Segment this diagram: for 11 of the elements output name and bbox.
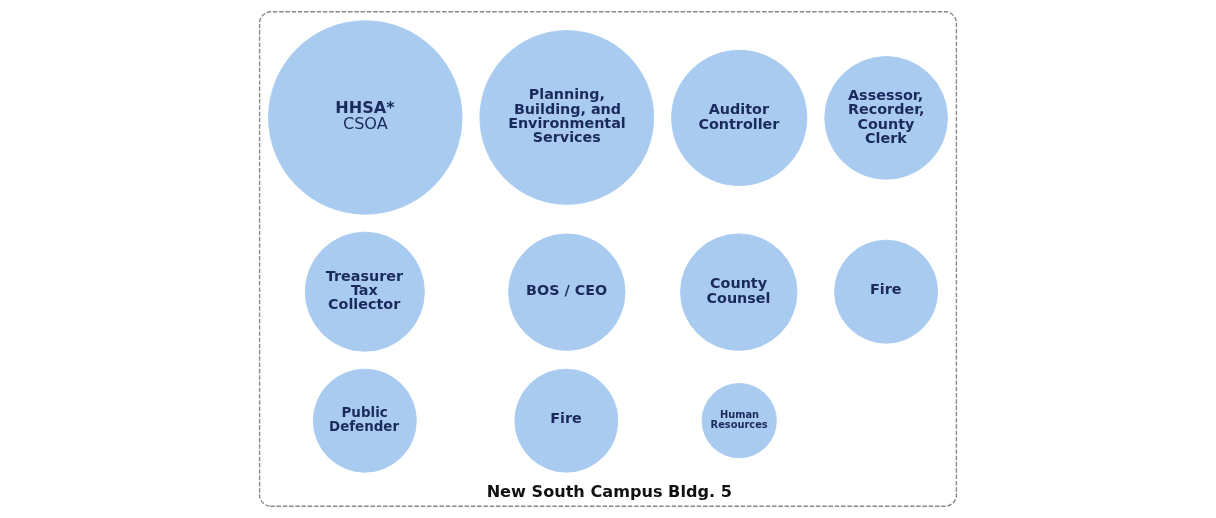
node-circle: Human Resources	[701, 383, 777, 459]
node-circle: Fire	[834, 239, 939, 344]
node-circle: BOS / CEO	[508, 233, 626, 351]
node-circle: Treasurer Tax Collector	[304, 231, 425, 352]
node-circle: Assessor, Recorder, County Clerk	[824, 56, 948, 180]
node-circle: Fire	[514, 368, 619, 473]
node-circle: HHSA* CSOA	[268, 20, 463, 215]
node-circle: County Counsel	[680, 233, 798, 351]
node-circle: Public Defender	[312, 368, 417, 473]
node-circle: Auditor Controller	[671, 49, 808, 186]
node-circle: Planning, Building, and Environmental Services	[479, 30, 655, 205]
